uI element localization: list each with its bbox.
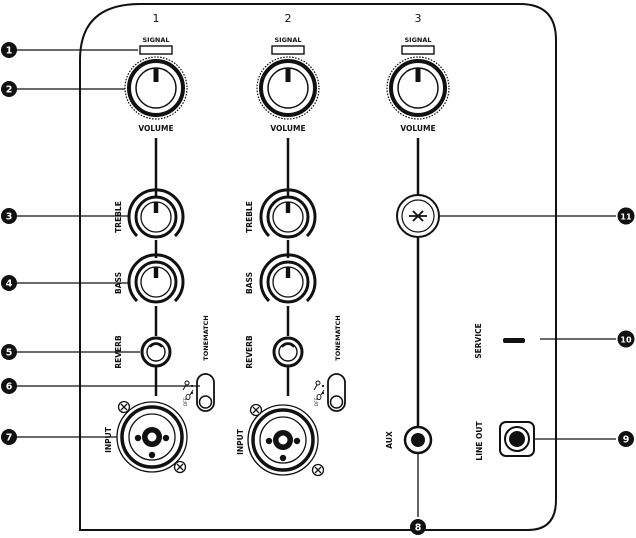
line-out-jack[interactable]	[499, 421, 535, 457]
channel-3-volume-label: VOLUME	[400, 124, 435, 133]
channel-1-number: 1	[153, 12, 160, 25]
channel-2-number: 2	[285, 12, 292, 25]
callout-8: 8	[410, 519, 426, 535]
channel-2-volume-knob[interactable]	[256, 56, 320, 120]
bluetooth-icon	[409, 210, 427, 222]
channel-2-signal-label: SIGNAL	[274, 36, 301, 44]
channel-2-signal-led	[271, 45, 305, 55]
svg-text:10: 10	[620, 335, 632, 344]
channel-2-guitar-icon	[316, 389, 325, 401]
channel-1-input-jack[interactable]	[116, 401, 188, 473]
channel-1-switch-off-label: OFF	[183, 397, 189, 406]
channel-1-treble-knob[interactable]	[127, 188, 185, 239]
channel-2-switch-marks: OFF	[313, 380, 325, 406]
callout-4: 4	[1, 275, 17, 291]
callout-5: 5	[1, 344, 17, 360]
channel-1-reverb-knob[interactable]	[140, 336, 172, 368]
callout-9: 9	[618, 431, 634, 447]
callout-11: 11	[617, 207, 635, 225]
channel-2-reverb-label: REVERB	[245, 335, 254, 369]
channel-2-tonematch-label: TONEMATCH	[334, 315, 342, 360]
channel-1-treble-label: TREBLE	[114, 201, 123, 233]
channel-1-volume-knob[interactable]	[124, 56, 188, 120]
channel-3-signal-led	[401, 45, 435, 55]
channel-1-guitar-icon	[185, 389, 194, 401]
svg-text:5: 5	[6, 348, 13, 359]
channel-3-volume-knob[interactable]	[386, 56, 450, 120]
callout-10: 10	[617, 330, 635, 348]
channel-2-reverb-knob[interactable]	[272, 336, 304, 368]
svg-text:2: 2	[6, 85, 13, 96]
svg-text:9: 9	[623, 435, 630, 446]
channel-3-number: 3	[415, 12, 422, 25]
channel-2-input-jack[interactable]	[247, 404, 319, 476]
callout-2: 2	[1, 81, 17, 97]
channel-1-tonematch-switch[interactable]	[196, 373, 215, 412]
callout-3: 3	[1, 208, 17, 224]
channel-2-input-label: INPUT	[236, 428, 245, 455]
channel-1-signal-label: SIGNAL	[142, 36, 169, 44]
channel-3-signal-label: SIGNAL	[404, 36, 431, 44]
callout-7: 7	[1, 429, 17, 445]
svg-text:1: 1	[6, 46, 13, 57]
channel-2-volume-label: VOLUME	[270, 124, 305, 133]
channel-2-xlr-latch-icon	[249, 403, 325, 477]
svg-text:7: 7	[6, 433, 13, 444]
callout-leaders	[15, 49, 616, 517]
svg-text:4: 4	[6, 279, 13, 290]
callout-6: 6	[1, 378, 17, 394]
callout-1: 1	[1, 42, 17, 58]
svg-text:8: 8	[415, 523, 422, 534]
channel-2-bass-label: BASS	[245, 272, 254, 294]
channel-2-treble-knob[interactable]	[259, 188, 317, 239]
channel-1-tonematch-label: TONEMATCH	[202, 315, 210, 360]
channel-1-bass-knob[interactable]	[127, 253, 185, 304]
channel-1-volume-label: VOLUME	[138, 124, 173, 133]
aux-jack[interactable]	[403, 425, 433, 455]
service-label: SERVICE	[474, 323, 483, 359]
svg-text:6: 6	[6, 382, 13, 393]
channel-1-signal-led	[139, 45, 173, 55]
line-out-label: LINE OUT	[475, 421, 484, 461]
svg-text:3: 3	[6, 212, 13, 223]
channel-2-tonematch-switch[interactable]	[327, 373, 346, 412]
channel-1-xlr-latch-icon	[117, 400, 187, 474]
bluetooth-button[interactable]	[396, 194, 440, 238]
aux-label: AUX	[385, 431, 394, 449]
service-port[interactable]	[503, 338, 525, 343]
channel-1-input-label: INPUT	[104, 426, 113, 453]
channel-2-microphone-icon	[313, 380, 321, 391]
channel-2-bass-knob[interactable]	[259, 253, 317, 304]
channel-2-treble-label: TREBLE	[245, 201, 254, 233]
channel-2-switch-off-label: OFF	[314, 397, 320, 406]
svg-text:11: 11	[620, 212, 632, 221]
